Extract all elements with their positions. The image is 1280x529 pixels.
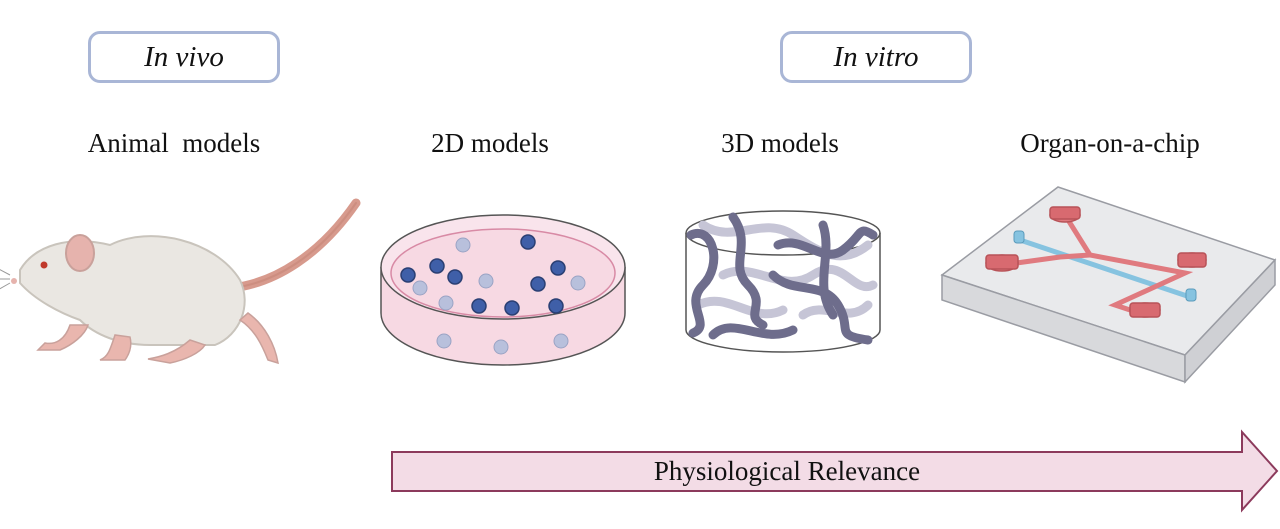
petri-dish-illustration xyxy=(380,214,626,366)
2d-models-label: 2D models xyxy=(431,128,549,158)
in-vitro-header: In vitro xyxy=(780,31,972,83)
microfluidic-chip-illustration xyxy=(940,186,1277,384)
3d-models-label: 3D models xyxy=(721,128,839,158)
animal-models-label: Animal models xyxy=(87,128,261,158)
hydrogel-scaffold-illustration xyxy=(685,210,881,353)
mouse-illustration xyxy=(0,198,361,365)
in-vivo-label: In vivo xyxy=(144,40,224,73)
in-vivo-header: In vivo xyxy=(88,31,280,83)
in-vitro-label: In vitro xyxy=(833,40,919,73)
organ-on-a-chip-label: Organ-on-a-chip xyxy=(1020,128,1200,158)
physiological-relevance-label: Physiological Relevance xyxy=(653,455,921,486)
